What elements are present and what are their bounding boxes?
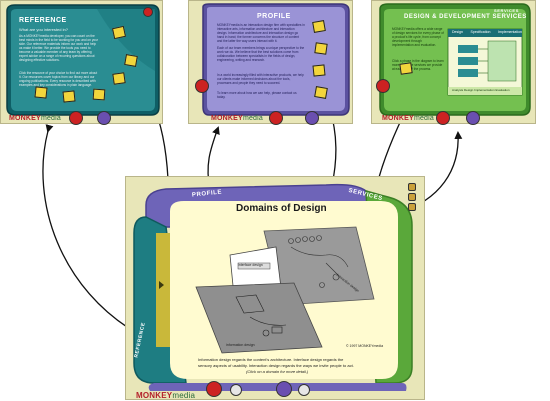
profile-panel-shape: [202, 3, 350, 116]
main-title: Domains of Design: [236, 203, 327, 214]
utility-icon[interactable]: [408, 193, 416, 201]
reference-brand: MONKEYmedia: [9, 115, 62, 122]
information-plane-label: information design: [226, 343, 255, 347]
caption-line-3: (Click on a domain for more detail.): [246, 369, 309, 374]
reference-item-icon[interactable]: [112, 72, 126, 85]
domains-illustration: [195, 226, 375, 354]
services-screen: DESIGN & DEVELOPMENT SERVICES SERVICES M…: [371, 0, 536, 125]
reference-subtitle: What are you interested in?: [19, 27, 68, 32]
nav-disc-icon[interactable]: [376, 79, 390, 93]
reference-paragraph-1: As a MONKEYmedia developer, you can coun…: [19, 34, 99, 62]
profile-item-icon[interactable]: [314, 42, 328, 55]
profile-item-icon[interactable]: [314, 86, 328, 99]
caption-line-2: sensory aspects of usability. Interactio…: [198, 363, 354, 368]
expand-arrow-icon[interactable]: [159, 281, 164, 289]
nav-disc-icon[interactable]: [206, 381, 222, 397]
services-brand: MONKEYmedia: [382, 115, 435, 122]
services-tab-label: SERVICES: [494, 8, 519, 13]
reference-title: REFERENCE: [19, 17, 67, 24]
nav-disc-icon[interactable]: [143, 7, 153, 17]
services-header-specification: Specification: [470, 30, 491, 34]
profile-paragraph-1: MONKEYmedia is an interaction design fir…: [217, 23, 305, 43]
nav-disc-icon[interactable]: [298, 384, 310, 396]
services-paragraph-1: MONKEYmedia offers a wide range of desig…: [392, 27, 444, 47]
services-title: DESIGN & DEVELOPMENT SERVICES: [404, 14, 527, 20]
reference-item-icon[interactable]: [124, 54, 138, 67]
interface-plane-label: interface design: [238, 263, 263, 267]
services-table-header: Design Specification Implementation: [452, 30, 522, 34]
nav-disc-icon[interactable]: [305, 111, 319, 125]
profile-title: PROFILE: [257, 13, 291, 20]
profile-brand: MONKEYmedia: [211, 115, 264, 122]
services-footer: Analysis Design Implementation Evaluatio…: [452, 88, 510, 92]
reference-item-icon[interactable]: [92, 88, 106, 101]
utility-icon[interactable]: [408, 203, 416, 211]
copyright-text: © 1997 MONKEYmedia: [346, 344, 384, 348]
services-item-icon[interactable]: [399, 62, 413, 75]
nav-disc-icon[interactable]: [230, 384, 242, 396]
profile-item-icon[interactable]: [312, 64, 326, 77]
reference-paragraph-2: Click the resource of your choice to fin…: [19, 71, 98, 87]
services-header-design: Design: [452, 30, 463, 34]
profile-paragraph-4: To learn more about how we can help, ple…: [217, 91, 297, 99]
nav-disc-icon[interactable]: [69, 111, 83, 125]
reference-item-icon[interactable]: [34, 86, 48, 99]
nav-disc-icon[interactable]: [195, 79, 209, 93]
main-brand: MONKEYmedia: [136, 391, 196, 400]
reference-screen: REFERENCE What are you interested in? As…: [0, 0, 163, 125]
nav-disc-icon[interactable]: [97, 111, 111, 125]
information-design-plane[interactable]: [195, 282, 323, 354]
profile-screen: PROFILE MONKEYmedia is an interaction de…: [188, 0, 353, 125]
caption-line-1: Information design regards the content's…: [198, 357, 344, 362]
profile-item-icon[interactable]: [312, 20, 326, 33]
services-header-implementation: Implementation: [498, 30, 522, 34]
reference-item-icon[interactable]: [62, 90, 76, 103]
nav-disc-icon[interactable]: [436, 111, 450, 125]
nav-disc-icon[interactable]: [466, 111, 480, 125]
profile-paragraph-2: Each of our team members brings a unique…: [217, 46, 305, 62]
nav-disc-icon[interactable]: [269, 111, 283, 125]
services-panel-shape: [379, 3, 531, 116]
nav-disc-icon[interactable]: [276, 381, 292, 397]
profile-paragraph-3: In a world increasingly filled with inte…: [217, 73, 304, 85]
main-screen: PROFILE SERVICES REFERENCE Domains of De…: [125, 176, 425, 400]
utility-icon[interactable]: [408, 183, 416, 191]
